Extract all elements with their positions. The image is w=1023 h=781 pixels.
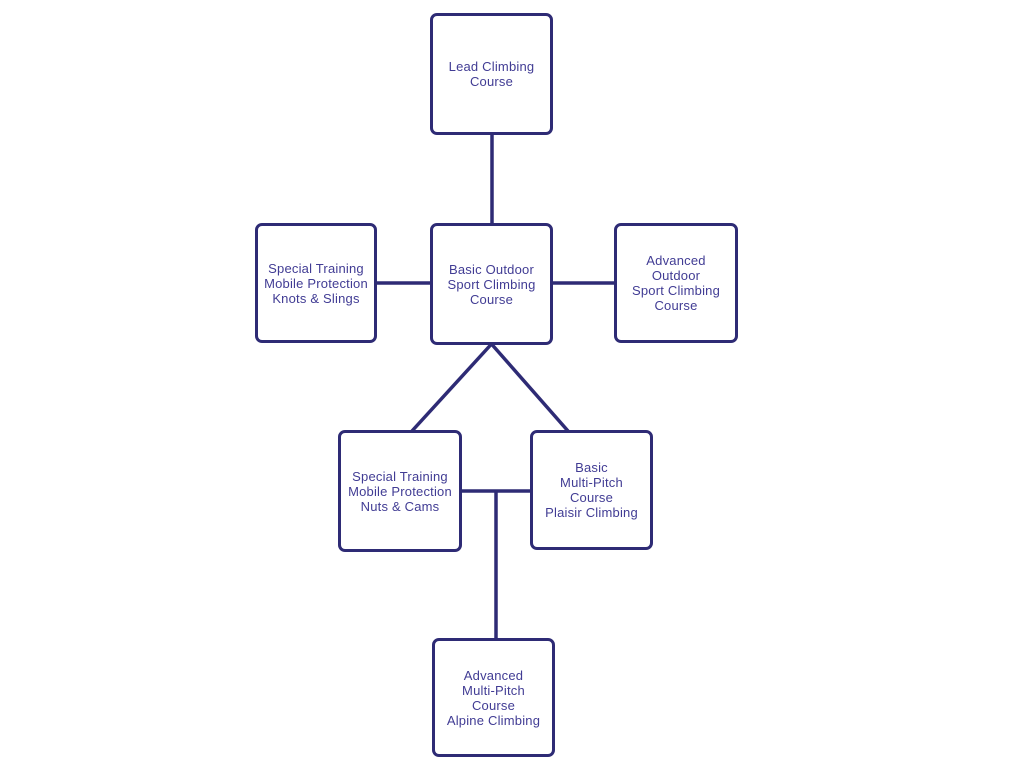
- node-special-training-knots-slings: Special Training Mobile Protection Knots…: [255, 223, 377, 343]
- connector-basic-outdoor-to-basic-multi-pitch: [490, 342, 570, 433]
- node-label: Advanced Outdoor Sport Climbing Course: [631, 253, 721, 313]
- node-advanced-outdoor-sport-climbing-course: Advanced Outdoor Sport Climbing Course: [614, 223, 738, 343]
- connector-basic-outdoor-to-nuts-cams: [410, 342, 493, 433]
- node-basic-multi-pitch-course: Basic Multi-Pitch Course Plaisir Climbin…: [530, 430, 653, 550]
- node-label: Special Training Mobile Protection Nuts …: [348, 468, 452, 514]
- node-label: Basic Multi-Pitch Course Plaisir Climbin…: [545, 460, 638, 520]
- node-lead-climbing-course: Lead Climbing Course: [430, 13, 553, 135]
- node-basic-outdoor-sport-climbing-course: Basic Outdoor Sport Climbing Course: [430, 223, 553, 345]
- node-advanced-multi-pitch-course: Advanced Multi-Pitch Course Alpine Climb…: [432, 638, 555, 757]
- node-label: Lead Climbing Course: [448, 59, 535, 89]
- node-special-training-nuts-cams: Special Training Mobile Protection Nuts …: [338, 430, 462, 552]
- node-label: Advanced Multi-Pitch Course Alpine Climb…: [446, 667, 541, 728]
- node-label: Special Training Mobile Protection Knots…: [264, 260, 368, 306]
- node-label: Basic Outdoor Sport Climbing Course: [447, 261, 536, 307]
